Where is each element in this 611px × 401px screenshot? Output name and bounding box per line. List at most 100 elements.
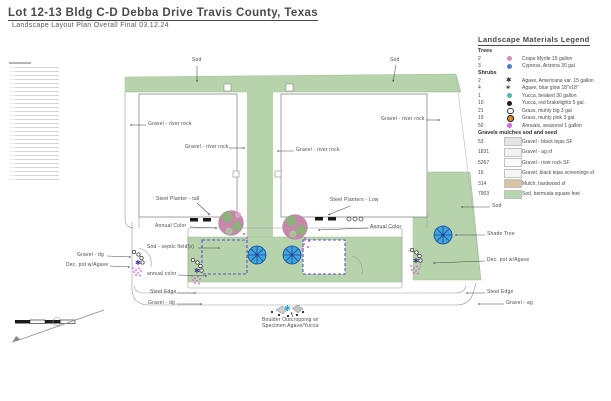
shade-tree-icon bbox=[247, 245, 267, 265]
label-sod-top-right: Sod bbox=[390, 57, 400, 63]
legend-section-header: Shrubs bbox=[478, 70, 497, 76]
grass-icon bbox=[504, 107, 522, 114]
legend-row: 2 Crape Myrtle 15 gallon bbox=[478, 55, 609, 63]
material-swatch bbox=[504, 147, 522, 157]
septic-field-left bbox=[201, 239, 248, 275]
legend-label: Yucca, red brakelights 5 gal. bbox=[522, 100, 585, 107]
material-swatch bbox=[504, 168, 522, 178]
legend-label: Gravel - river rock SF bbox=[522, 159, 570, 166]
legend-qty: 2 bbox=[478, 77, 481, 84]
legend-row: 3 Cypress, Arizona 30 gal bbox=[478, 63, 609, 71]
label-boulder: Boulder Outcropping w/ Specimen Agave/Yu… bbox=[262, 317, 319, 329]
agave-icon: ✱ bbox=[506, 84, 511, 91]
grass-icon bbox=[504, 115, 522, 122]
steel-planters bbox=[190, 216, 364, 222]
legend-qty: 16 bbox=[478, 170, 484, 177]
shade-tree-icon bbox=[282, 245, 302, 265]
legend-label: Agave, blue glow 18"x18" bbox=[522, 85, 579, 92]
legend-label: Gravel, black tejas screenings sf bbox=[522, 170, 594, 177]
label-annual-color-lower-left: annual color bbox=[147, 271, 177, 277]
planting-bed-left bbox=[218, 210, 244, 236]
legend-qty: 2 bbox=[478, 55, 481, 62]
legend-label: Mulch, hardwood sf bbox=[522, 180, 566, 187]
plant-dot-icon bbox=[504, 123, 522, 129]
legend-row: 314 Mulch, hardwood sf bbox=[478, 179, 609, 190]
label-annual-color-right: Annual Color bbox=[370, 224, 402, 230]
legend-qty: 7903 bbox=[478, 191, 490, 198]
plant-dot-icon bbox=[504, 93, 522, 99]
label-annual-color-left: Annual Color bbox=[155, 223, 187, 229]
legend-section-header: Trees bbox=[478, 48, 493, 54]
label-dec-pot-right: Dec. pot w/Agave bbox=[487, 257, 530, 263]
legend-label: Grass, muhly pink 3 gal bbox=[522, 115, 575, 122]
legend-label: Cypress, Arizona 30 gal bbox=[522, 63, 575, 70]
agave-icon: ✱ bbox=[506, 77, 512, 85]
legend-qty: 10 bbox=[478, 100, 484, 107]
scale-bar bbox=[12, 309, 105, 343]
label-steel-planter-tall: Steel Planter - tall bbox=[156, 196, 200, 202]
legend-qty: 53 bbox=[478, 138, 484, 145]
label-gravel-ag-right: Gravel - ag bbox=[506, 300, 533, 306]
legend-label: Gravel - ag sf bbox=[522, 149, 553, 156]
legend-row: 7903 Sod, bermuda square feet bbox=[478, 189, 609, 200]
building-c bbox=[138, 93, 238, 218]
legend-label: Gravel - black tejas SF bbox=[522, 138, 573, 145]
label-gravel-river-rock-right: Gravel - river rock bbox=[381, 116, 425, 122]
legend-row: 2✱Agave, Americana var. 15 gallon bbox=[478, 77, 609, 85]
shade-tree-icon bbox=[433, 225, 453, 245]
title-block: Lot 12-13 Bldg C-D Debba Drive Travis Co… bbox=[8, 3, 319, 29]
septic-fields bbox=[201, 239, 346, 275]
sod-right-area bbox=[412, 171, 482, 281]
label-sod-top-left: Sod bbox=[192, 57, 202, 63]
material-swatch bbox=[504, 158, 522, 168]
legend-row: 53 Gravel - black tejas SF bbox=[478, 137, 609, 148]
specimen-agave-icon: ✱ bbox=[284, 304, 291, 313]
label-gravel-river-rock-mid-right: Gravel - river rock bbox=[296, 147, 340, 153]
legend-label: Sod, bermuda square feet bbox=[522, 191, 580, 198]
legend-row: 5267 Gravel - river rock SF bbox=[478, 158, 609, 169]
building-d bbox=[280, 93, 428, 218]
label-gravel-river-rock-left: Gravel - river rock bbox=[148, 121, 192, 127]
legend-qty: 19 bbox=[478, 115, 484, 122]
label-dec-pot-left: Dec. pot w/Agave bbox=[66, 262, 109, 268]
legend-qty: 3 bbox=[478, 63, 481, 70]
legend-label: Crape Myrtle 15 gallon bbox=[522, 55, 573, 62]
material-swatch bbox=[504, 179, 522, 189]
planting-bed-right bbox=[282, 214, 308, 240]
buildings bbox=[138, 83, 428, 218]
legend-row: 10 Yucca, red brakelights 5 gal. bbox=[478, 100, 609, 108]
material-swatch bbox=[504, 137, 522, 147]
legend-qty: 21 bbox=[478, 107, 484, 114]
annual-color-dots bbox=[243, 233, 310, 250]
planting-beds bbox=[218, 210, 310, 250]
legend-qty: 5267 bbox=[478, 159, 490, 166]
label-shade-tree: Shade Tree bbox=[487, 231, 515, 237]
sheet-subtitle: Landscape Layout Plan Overall Final 03.1… bbox=[12, 22, 169, 29]
label-steel-edge-left: Steel Edge bbox=[150, 289, 177, 295]
legend-qty: 314 bbox=[478, 180, 487, 187]
label-steel-planters-low: Steel Planters - Low bbox=[330, 197, 379, 203]
sheet-title: Lot 12-13 Bldg C-D Debba Drive Travis Co… bbox=[8, 7, 319, 21]
north-arrow-icon bbox=[15, 309, 105, 342]
legend-label: Annuals, seasonal 1 gallon bbox=[522, 122, 582, 129]
legend-qty: 4 bbox=[478, 85, 481, 92]
legend-section-header: Gravels mulches sod and seed bbox=[478, 129, 558, 136]
label-gravel-river-rock-mid-left: Gravel - river rock bbox=[185, 144, 229, 150]
leader-arrows bbox=[106, 64, 504, 318]
label-steel-edge-right: Steel Edge bbox=[487, 289, 514, 295]
legend-row: 16 Gravel, black tejas screenings sf bbox=[478, 168, 609, 179]
legend-title: Landscape Materials Legend bbox=[478, 35, 590, 46]
plan-notes-block bbox=[8, 62, 59, 181]
sod-center-strip bbox=[247, 91, 273, 238]
legend-row: 19 Grass, muhly pink 3 gal bbox=[478, 115, 609, 123]
sod-top-band bbox=[124, 73, 462, 93]
legend-qty: 1 bbox=[478, 92, 481, 99]
label-sod-septic: Sod - septic field(s) bbox=[147, 244, 194, 250]
